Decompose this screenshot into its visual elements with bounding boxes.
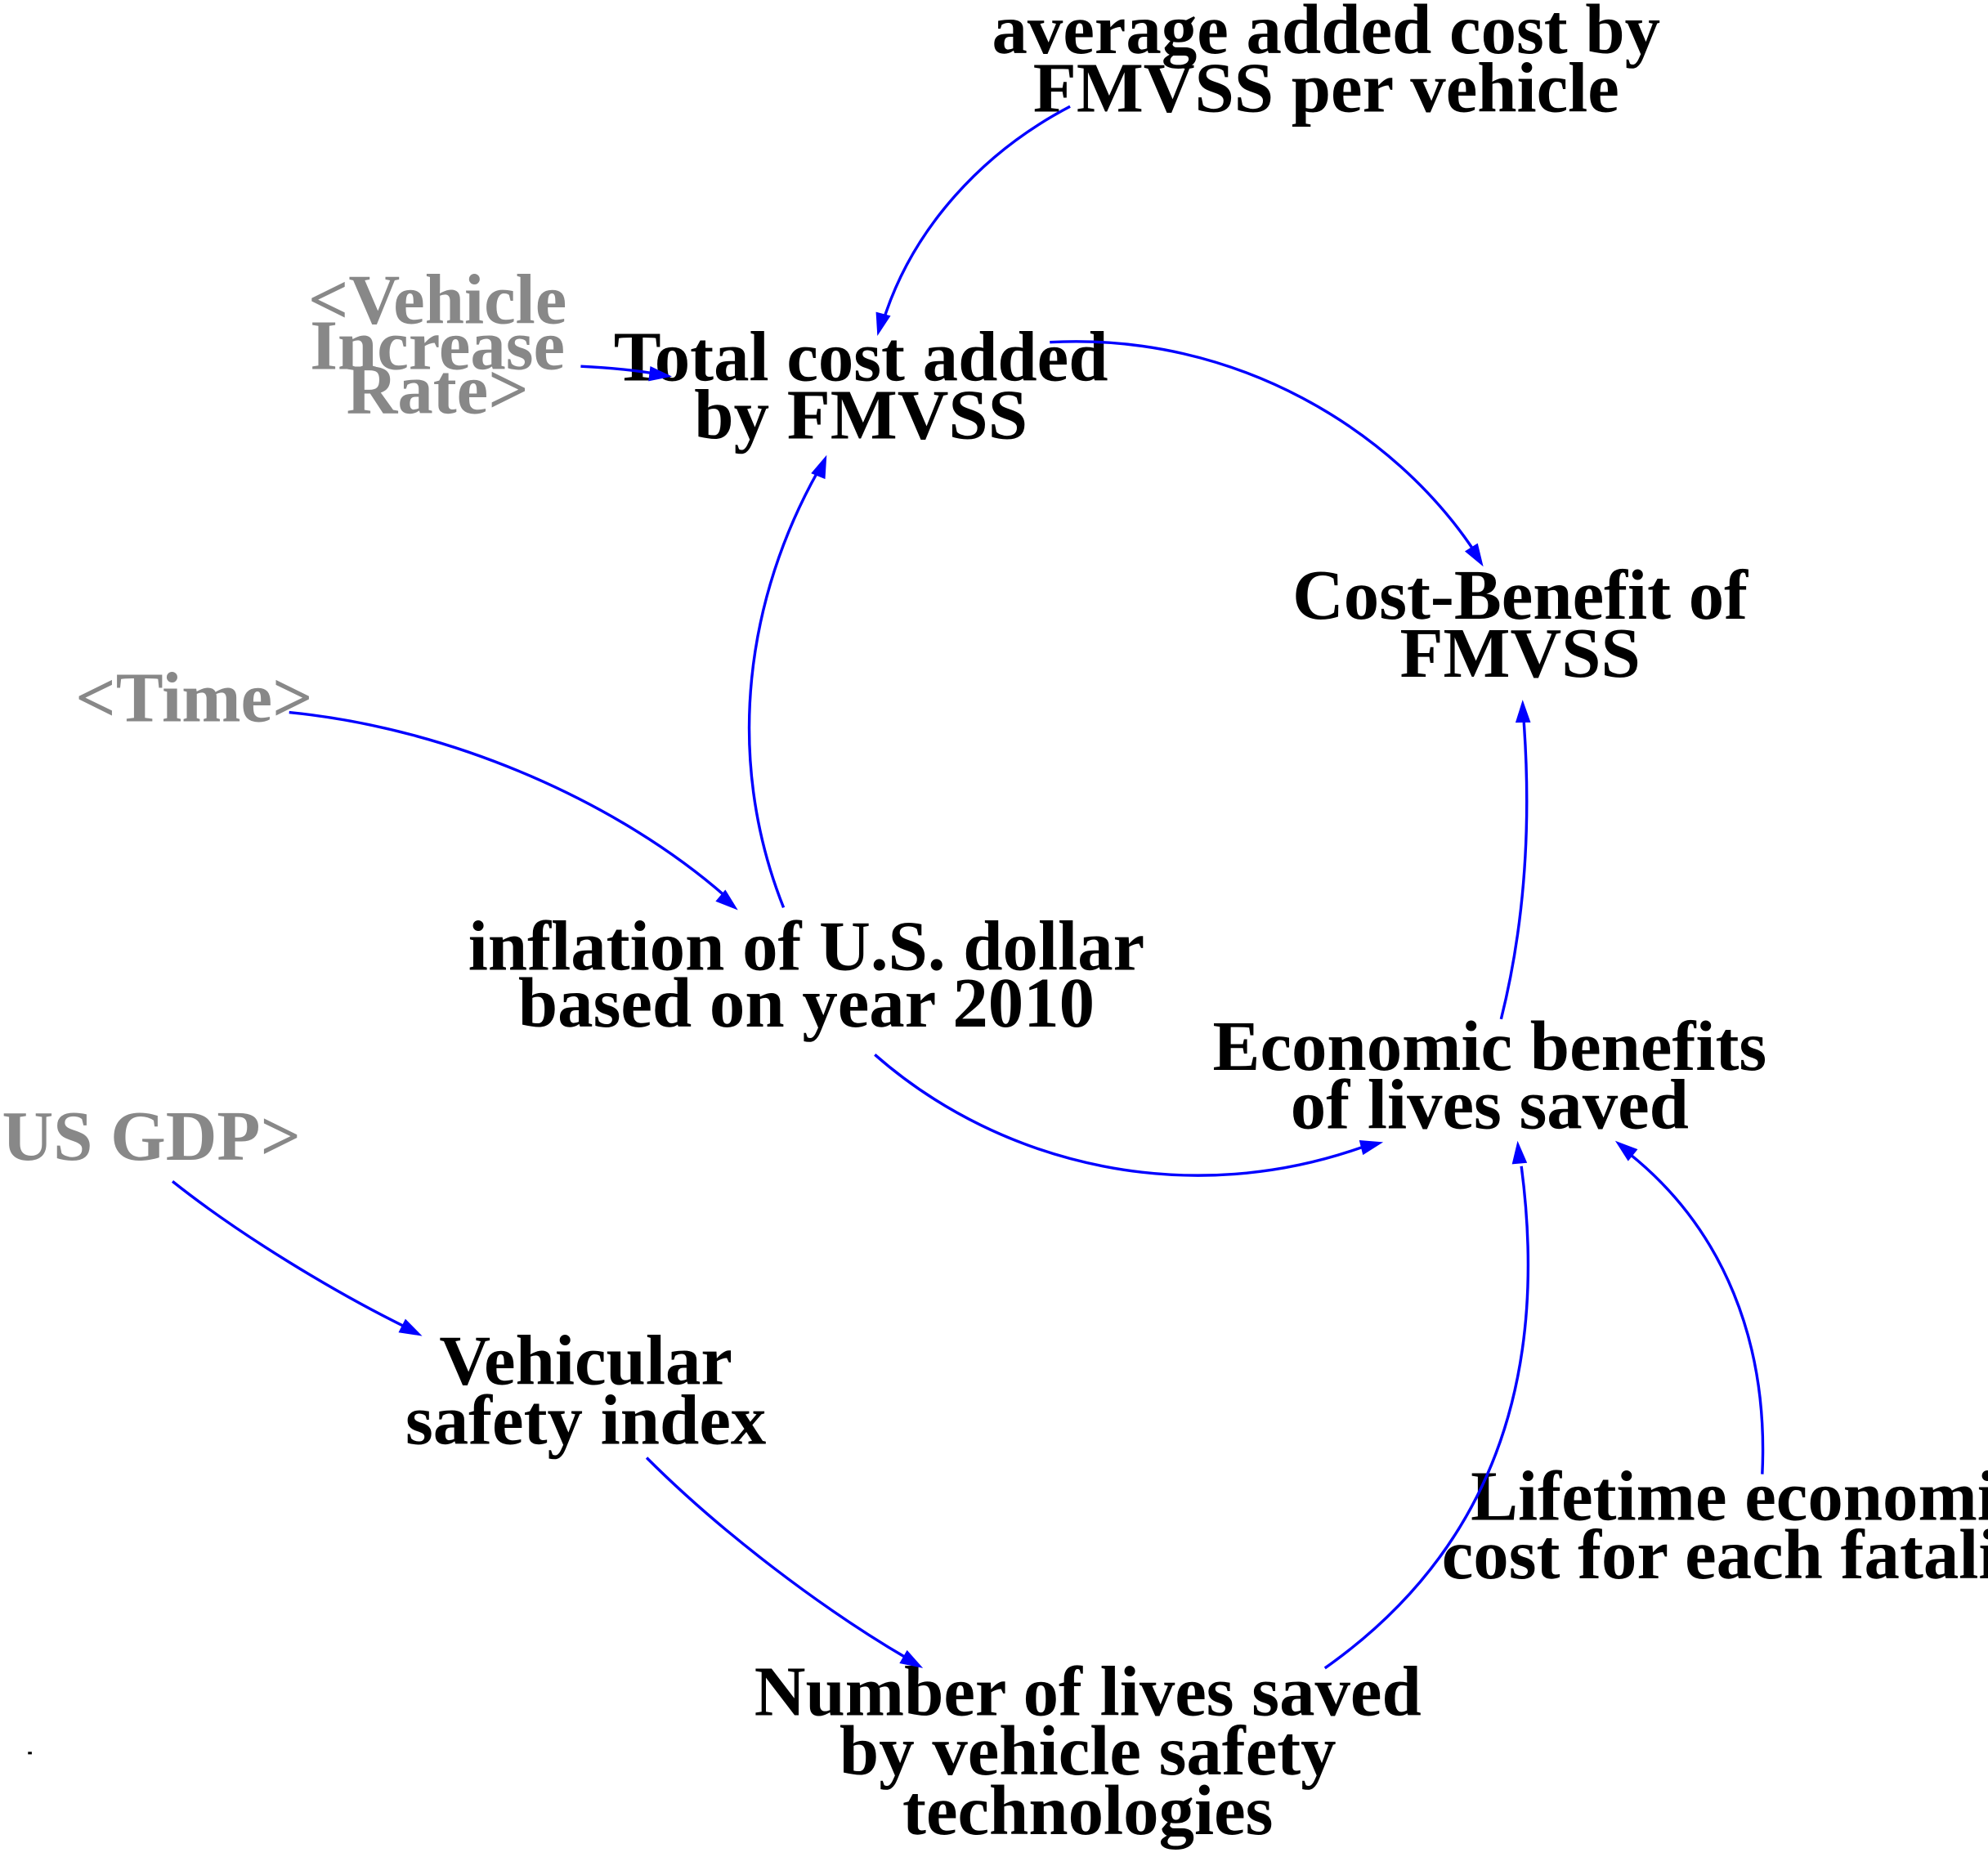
variable-label: of lives saved [1291,1065,1689,1143]
variable-label: Number of lives saved [754,1652,1422,1730]
variable-label: <Time> [75,658,312,736]
arrowhead-icon [715,889,738,911]
variable-label: based on year 2010 [518,964,1095,1042]
variable-label: inflation of U.S. dollar [468,906,1144,985]
variable-average-added-cost[interactable]: average added cost by FMVSS per vehicle [992,0,1661,127]
link-curve [1628,1152,1765,1474]
variable-label: by vehicle safety [840,1712,1337,1790]
arrowhead-icon [648,365,673,382]
link-curve [1499,722,1529,1020]
arrowhead-icon [1464,543,1484,567]
variable-inflation[interactable]: inflation of U.S. dollar based on year 2… [468,906,1144,1042]
link-curve [289,710,727,897]
variable-label: :US GDP> [0,1097,301,1175]
shadow-variable-vehicle-increase-rate[interactable]: <Vehicle Increase Rate> [308,260,566,428]
arrowhead-icon [1359,1140,1384,1156]
variable-lifetime-economic-cost[interactable]: Lifetime economic cost for each fatality [1442,1457,1988,1593]
arrowhead-icon [899,1649,924,1668]
variable-label: average added cost by [992,0,1661,69]
variable-total-cost-added[interactable]: Total cost added by FMVSS [614,317,1108,454]
link-curve [874,1054,1370,1177]
causal-link-economic-benefits-to-cost-benefit[interactable] [1499,700,1531,1020]
link-curve [882,105,1071,320]
causal-link-lives-saved-to-economic-benefits[interactable] [1323,1140,1530,1670]
variable-label: safety index [405,1380,766,1459]
variable-label: by FMVSS [694,376,1028,454]
variable-label: Total cost added [614,317,1108,396]
variable-label: Rate> [347,351,529,429]
variable-label: Economic benefits [1213,1007,1767,1085]
causal-link-vehicle-rate-to-total-cost[interactable] [580,365,673,384]
variable-economic-benefits[interactable]: Economic benefits of lives saved [1213,1007,1767,1143]
causal-link-safety-index-to-lives-saved[interactable] [645,1457,927,1675]
variable-cost-benefit[interactable]: Cost-Benefit of FMVSS [1292,556,1748,692]
arrowhead-icon [875,311,891,336]
link-curve [645,1457,907,1659]
variable-label: Increase [310,306,565,384]
arrowhead-icon [1511,1140,1528,1165]
causal-link-inflation-to-total-cost[interactable] [747,452,834,909]
causal-link-inflation-to-economic-benefits[interactable] [874,1054,1385,1177]
causal-link-total-cost-to-cost-benefit[interactable] [1050,340,1489,571]
causal-link-lifetime-cost-to-economic-benefits[interactable] [1610,1135,1765,1474]
variable-label: Vehicular [439,1322,732,1400]
link-curve [171,1180,407,1329]
shadow-variable-time[interactable]: <Time> [75,658,312,736]
variable-label: FMVSS per vehicle [1033,48,1619,127]
variable-vehicular-safety-index[interactable]: Vehicular safety index [405,1322,766,1460]
arrowhead-icon [398,1318,423,1336]
variable-label: Lifetime economic [1471,1457,1988,1535]
arrowhead-icon [1515,700,1531,723]
variable-label: technologies [902,1771,1273,1850]
variable-number-of-lives-saved[interactable]: Number of lives saved by vehicle safety … [754,1652,1422,1850]
arrowhead-icon [1614,1140,1638,1161]
arrowhead-icon [811,454,827,480]
link-curve [747,471,819,909]
stray-dot [28,1752,32,1755]
variable-label: Cost-Benefit of [1292,556,1748,634]
variable-label: FMVSS [1399,614,1640,692]
variable-label: cost for each fatality [1442,1515,1988,1594]
causal-link-us-gdp-to-safety-index[interactable] [171,1180,426,1342]
link-curve [1050,340,1476,553]
shadow-variable-us-gdp[interactable]: :US GDP> [0,1097,301,1175]
causal-link-time-to-inflation[interactable] [289,710,743,916]
variable-label: <Vehicle [308,260,566,338]
causal-link-avg-cost-to-total-cost[interactable] [870,105,1071,338]
link-curve [1323,1166,1530,1670]
